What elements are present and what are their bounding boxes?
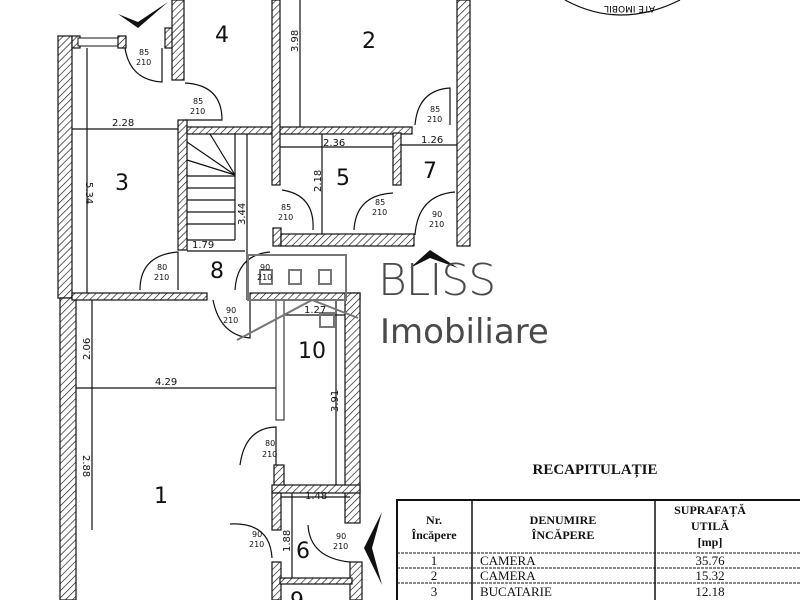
cell-area: 15.32 [695,568,724,583]
logo-subtitle: Imobiliare [380,312,549,352]
door-height: 210 [278,213,293,222]
room-6-label: 6 [296,539,310,564]
dim-label: 3.44 [237,203,248,225]
room-labels: 1 2 3 4 5 6 7 8 9 10 [115,23,437,600]
dim-label: 5.34 [83,182,94,204]
room-4-label: 4 [215,23,229,48]
door-height: 210 [223,316,238,325]
dim-label: 3.91 [330,390,341,412]
door-swings [124,47,456,563]
door-height: 210 [429,220,444,229]
cell-name: CAMERA [480,553,536,568]
dim-label: 2.88 [80,455,91,477]
table-title: RECAPITULAȚIE [532,462,657,478]
door-width: 90 [252,530,262,539]
dimension-labels: 3.98 2.28 5.34 2.36 1.26 2.18 3.44 1.79 … [80,30,443,552]
dim-label: 4.29 [155,377,177,388]
dim-label: 1.27 [304,305,326,316]
cell-nr: 1 [431,553,438,568]
door-height: 210 [257,273,272,282]
north-marker-icon [118,2,168,28]
cell-area: 35.76 [695,553,725,568]
cell-nr: 3 [431,584,438,599]
staircase [186,133,236,241]
cell-name: CAMERA [480,568,536,583]
door-width: 90 [226,306,236,315]
door-height: 210 [249,540,264,549]
dim-label: 1.48 [305,491,327,502]
door-height: 210 [136,58,151,67]
door-width: 80 [157,263,167,272]
logo-brand: BLISS [378,255,495,306]
room-2-label: 2 [362,29,376,54]
dim-label: 3.98 [290,30,301,52]
room-1-label: 1 [154,484,168,509]
door-height: 210 [427,115,442,124]
dim-label: 1.88 [282,530,293,552]
room-9-label: 9 [290,589,304,600]
table-row: 2 CAMERA 15.32 [431,568,725,583]
dim-label: 1.26 [421,135,443,146]
summary-table: RECAPITULAȚIE Nr. Încăpere DENUMIRE ÎNCĂ… [396,462,800,600]
header-name: ÎNCĂPERE [532,528,595,542]
header-nr: Încăpere [411,528,457,542]
room-8-label: 8 [210,259,224,284]
room-3-label: 3 [115,171,129,196]
door-height: 210 [372,208,387,217]
marker-icon [364,512,382,585]
stamp: ATE IMOBIL [564,0,681,16]
dim-label: 2.06 [82,338,93,360]
logo-house-icon [236,254,359,341]
dim-label: 2.18 [313,170,324,192]
door-width: 90 [336,532,346,541]
door-height: 210 [262,450,277,459]
dimension-lines [72,0,457,578]
door-width: 90 [432,210,442,219]
door-height: 210 [154,273,169,282]
cell-name: BUCATARIE [480,584,552,599]
dim-label: 2.36 [323,138,345,149]
table-row: 1 CAMERA 35.76 [431,553,725,568]
cell-area: 12.18 [695,584,724,599]
room-10-label: 10 [298,339,326,364]
cell-nr: 2 [431,568,438,583]
header-name: DENUMIRE [530,513,597,527]
door-width: 80 [265,439,275,448]
door-width: 85 [430,105,440,114]
header-area: [mp] [698,535,723,549]
door-width: 85 [139,48,149,57]
room-5-label: 5 [336,166,350,191]
door-height: 210 [333,542,348,551]
door-height: 210 [190,107,205,116]
door-width: 90 [260,263,270,272]
stamp-text: ATE IMOBIL [604,3,655,13]
walls [57,0,471,600]
header-nr: Nr. [426,513,442,527]
logo: BLISS Imobiliare [236,250,549,352]
dim-label: 1.79 [192,240,214,251]
door-width: 85 [281,203,291,212]
header-area: SUPRAFAȚĂ [674,503,746,518]
door-width: 85 [193,97,203,106]
door-width: 85 [375,198,385,207]
dim-label: 2.28 [112,118,134,129]
header-area: UTILĂ [691,519,729,533]
table-row: 3 BUCATARIE 12.18 [431,584,725,599]
room-7-label: 7 [423,159,437,184]
